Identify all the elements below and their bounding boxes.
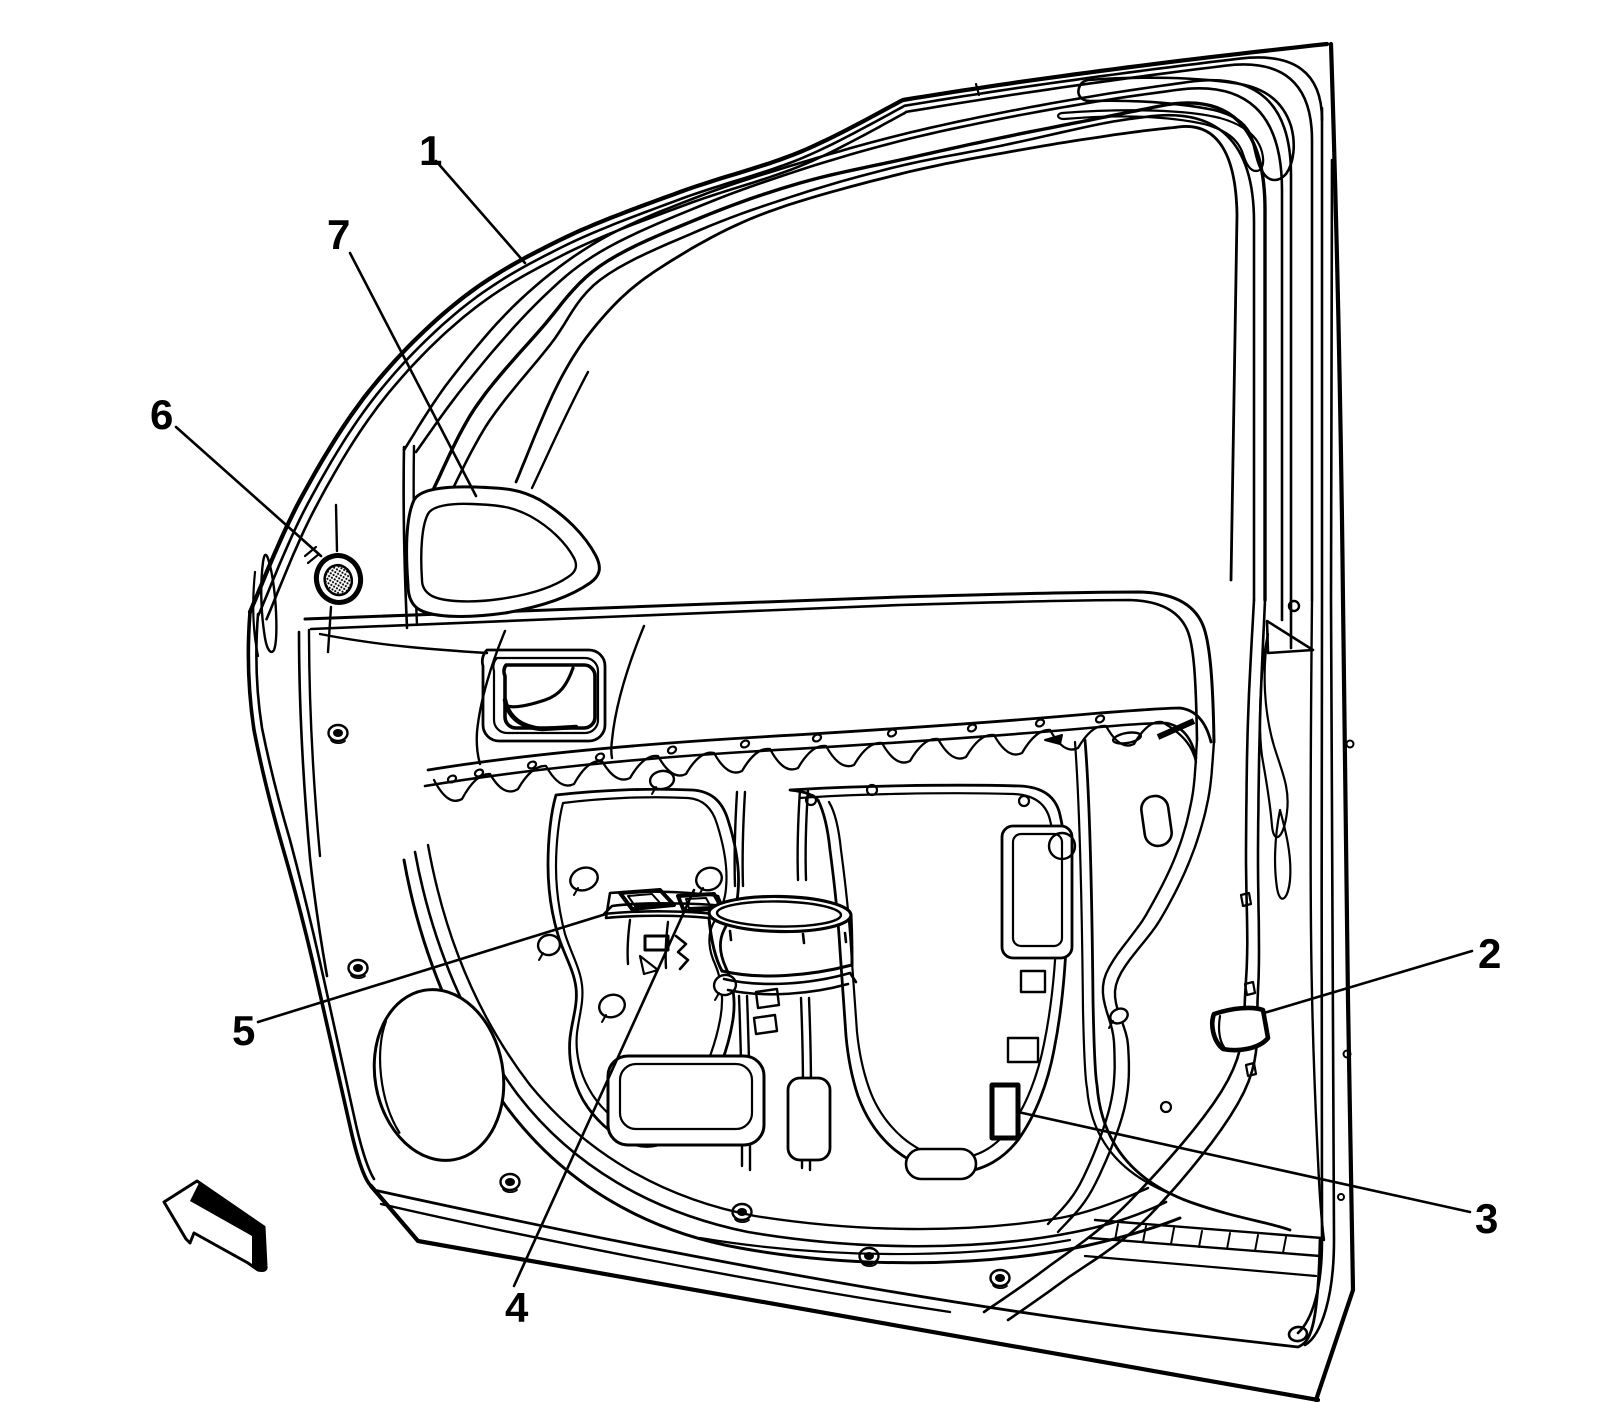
svg-text:1: 1 bbox=[419, 127, 442, 174]
svg-text:4: 4 bbox=[505, 1284, 529, 1331]
svg-text:5: 5 bbox=[232, 1007, 255, 1054]
svg-text:6: 6 bbox=[150, 391, 173, 438]
svg-text:3: 3 bbox=[1475, 1195, 1498, 1242]
svg-text:2: 2 bbox=[1478, 930, 1501, 977]
svg-text:7: 7 bbox=[327, 211, 350, 258]
